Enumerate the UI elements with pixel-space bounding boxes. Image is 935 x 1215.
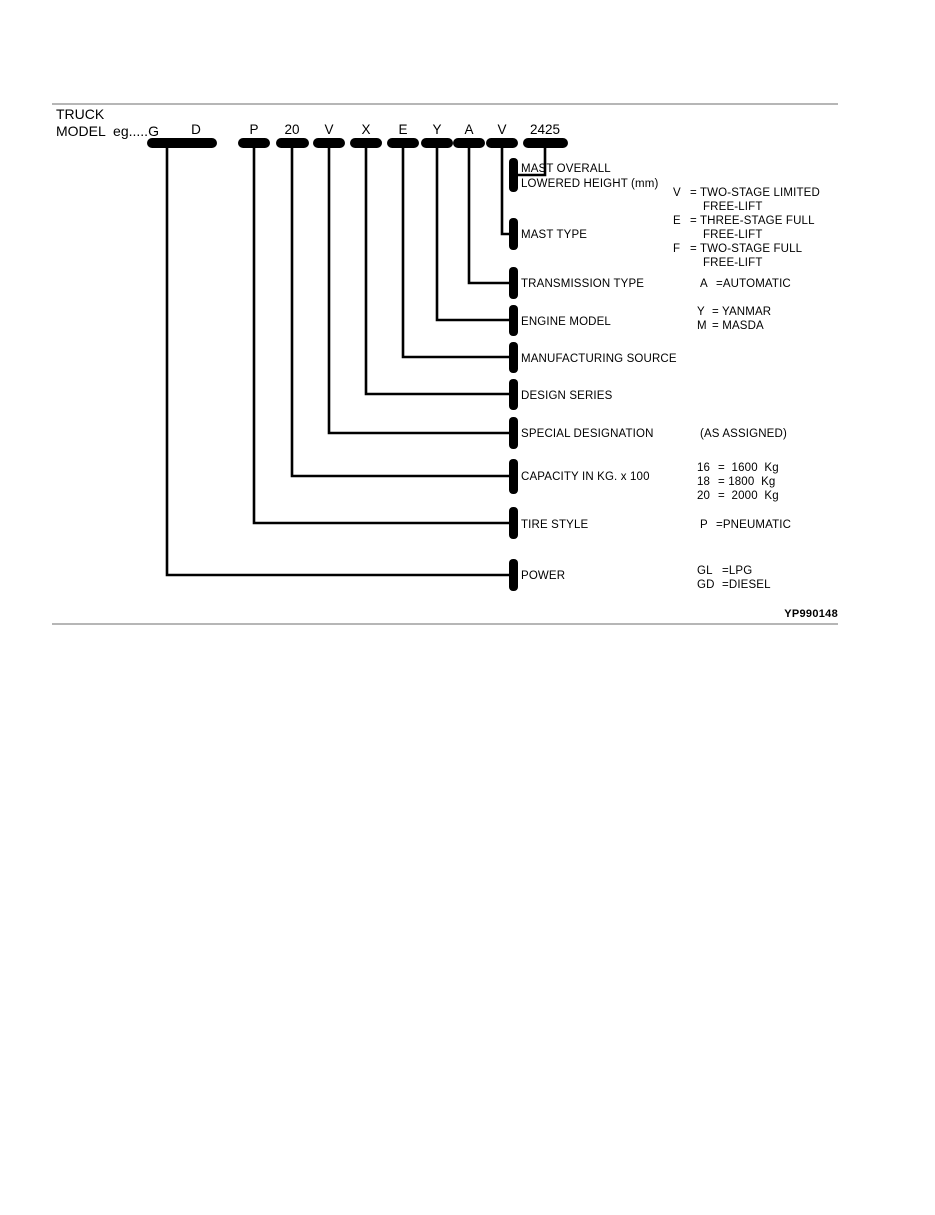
header-line-1: TRUCK [56,106,105,122]
label-design-series: DESIGN SERIES [521,390,613,402]
code-char-v2: V [497,122,506,137]
code-char-20: 20 [284,122,299,137]
endbar-capacity [509,459,518,494]
label-manufacturing-source: MANUFACTURING SOURCE [521,353,677,365]
legend-capacity-value-20: = 2000 Kg [718,490,779,502]
label-tire-style: TIRE STYLE [521,519,589,531]
underbar-v1 [313,138,345,148]
code-char-y: Y [432,122,441,137]
legend-capacity-key-18: 18 [697,476,710,488]
underbar-20 [276,138,309,148]
label-lowered-height: LOWERED HEIGHT (mm) [521,178,658,190]
label-transmission-type: TRANSMISSION TYPE [521,278,644,290]
underbar-2425 [523,138,568,148]
legend-mast-cont-v: FREE-LIFT [703,201,763,213]
leader-special-designation [327,148,513,435]
code-char-x: X [361,122,370,137]
leader-2425 [513,148,547,177]
label-special-designation: SPECIAL DESIGNATION [521,428,654,440]
legend-capacity-value-16: = 1600 Kg [718,462,779,474]
endbar-design-series [509,379,518,410]
figure-id: YP990148 [784,608,838,620]
label-power: POWER [521,570,565,582]
underbar-p [238,138,270,148]
underbar-a [453,138,485,148]
code-char-a: A [464,122,473,137]
leader-tire-style [252,148,513,525]
endbar-transmission [509,267,518,299]
endbar-special-designation [509,417,518,449]
code-char-p: P [249,122,258,137]
legend-engine-key-m: M [697,320,707,332]
leader-engine [435,148,513,322]
legend-mast-key-v: V [673,187,681,199]
endbar-mast-height [509,158,518,192]
code-char-d: D [191,122,201,137]
legend-tire-key-p: P [700,519,708,531]
endbar-power [509,559,518,591]
legend-mast-value-e: = THREE-STAGE FULL [690,215,815,227]
underbar-x [350,138,382,148]
leader-manufacturing [401,148,513,359]
legend-engine-value-y: = YANMAR [712,306,771,318]
leader-design-series [364,148,513,396]
leader-transmission [467,148,513,285]
legend-power-value-gl: =LPG [722,565,752,577]
endbar-engine [509,305,518,336]
legend-power-key-gl: GL [697,565,713,577]
legend-mast-key-f: F [673,243,680,255]
legend-capacity-key-16: 16 [697,462,710,474]
legend-special-designation-value: (AS ASSIGNED) [700,428,787,440]
endbar-mast-type [509,218,518,250]
legend-mast-value-v: = TWO-STAGE LIMITED [690,187,820,199]
endbar-manufacturing [509,342,518,373]
code-char-2425: 2425 [530,122,560,137]
legend-capacity-value-18: = 1800 Kg [718,476,775,488]
header-line-2: MODEL eg.....G [56,123,159,139]
legend-engine-key-y: Y [697,306,705,318]
endbar-tire-style [509,507,518,539]
legend-power-key-gd: GD [697,579,715,591]
label-engine-model: ENGINE MODEL [521,316,611,328]
underbar-e [387,138,419,148]
code-char-e: E [398,122,407,137]
legend-mast-key-e: E [673,215,681,227]
leader-power [165,148,513,577]
legend-power-value-gd: =DIESEL [722,579,771,591]
label-mast-type: MAST TYPE [521,229,587,241]
legend-mast-cont-e: FREE-LIFT [703,229,763,241]
legend-engine-value-m: = MASDA [712,320,764,332]
leader-capacity [290,148,513,478]
legend-transmission-value-a: =AUTOMATIC [716,278,791,290]
legend-mast-value-f: = TWO-STAGE FULL [690,243,803,255]
label-mast-overall: MAST OVERALL [521,163,611,175]
legend-tire-value-p: =PNEUMATIC [716,519,791,531]
underbar-gd [147,138,217,148]
underbar-v2 [486,138,518,148]
label-capacity: CAPACITY IN KG. x 100 [521,471,650,483]
underbar-y [421,138,453,148]
legend-mast-cont-f: FREE-LIFT [703,257,763,269]
legend-capacity-key-20: 20 [697,490,710,502]
code-char-v1: V [324,122,333,137]
legend-transmission-key-a: A [700,278,708,290]
